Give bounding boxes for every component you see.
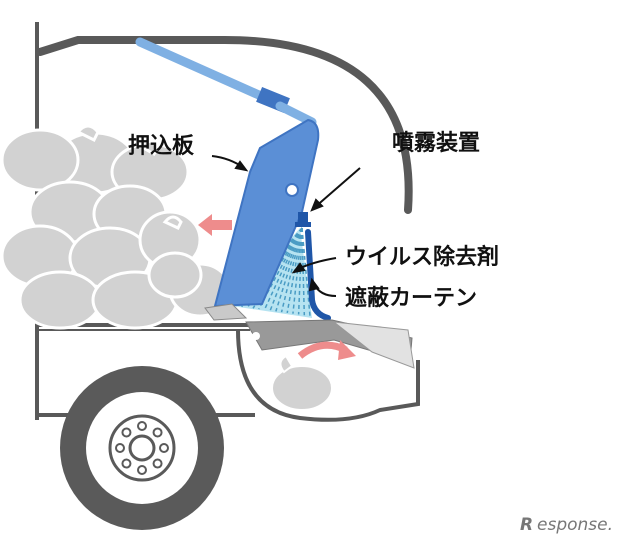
wheel-bolt [152,427,163,438]
wheel-bolt [137,465,147,475]
label-virus-remover: ウイルス除去剤 [345,244,499,270]
callout-lines [211,155,361,297]
response-watermark: R esponse. [520,515,613,535]
label-shield-curtain: 遮蔽カーテン [345,285,477,311]
spray-dash [301,227,311,317]
spray-dash [301,227,306,316]
hopper-lever [204,303,415,369]
garbage-bags [0,124,232,330]
left-arrow-icon [198,214,232,236]
wheel-bolt [137,421,147,431]
label-push-plate: 押込板 [128,133,195,159]
wheel-bolt [152,458,163,469]
hopper-bowl [236,329,420,422]
rotate-arrow-icon [297,340,356,360]
spray-dash [275,227,303,312]
watermark-mark: R [520,515,533,535]
label-spray-device: 噴霧装置 [392,130,480,156]
hopper-bag [271,354,333,411]
wheel-bolt [115,443,125,453]
shield-curtain [305,229,331,321]
cylinder-arm [135,37,317,127]
spray-dash [280,227,303,313]
spray-nozzle-icon [295,212,311,227]
wheel-bolt [121,458,132,469]
wheel-bolt [121,427,132,438]
spray-dash [258,227,303,310]
spray-dash [269,227,303,311]
push-plate [213,118,320,308]
watermark-text: esponse. [537,515,613,535]
spray-dash [263,227,303,311]
rear-wheel [60,366,224,530]
wheel-bolt [159,443,169,453]
hopper-outer-arc [36,35,413,214]
